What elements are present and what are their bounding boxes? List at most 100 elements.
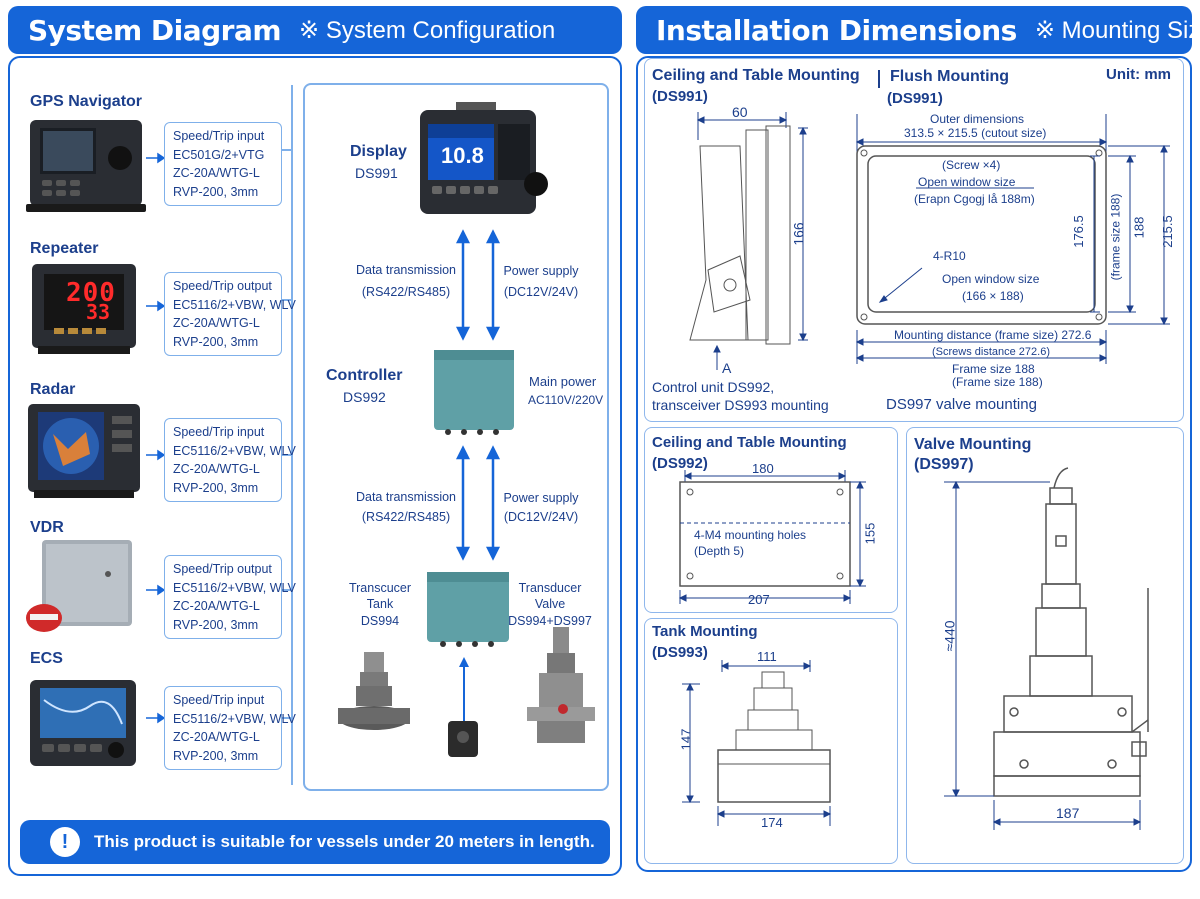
dim-207: 207: [748, 592, 770, 607]
display-title: Display: [350, 143, 407, 160]
tank-label-2: Tank: [366, 597, 394, 611]
dim-174: 174: [761, 815, 783, 830]
installation-dimensions-title: Installation Dimensions: [656, 13, 1017, 47]
valve-mounting-note: DS997 valve mounting: [886, 396, 1037, 413]
system-diagram-title: System Diagram: [28, 13, 282, 47]
data-tx-sub-1: (RS422/RS485): [361, 285, 451, 299]
controller-title: Controller: [326, 367, 403, 384]
system-diagram-subtitle: ※ System Configuration: [299, 16, 556, 44]
system-diagram-header: System Diagram ※ System Configuration: [8, 6, 622, 54]
tank-label-3: DS994: [360, 614, 400, 628]
device-name-repeater: Repeater: [30, 240, 99, 257]
screw-count-label: (Screw ×4): [942, 158, 1001, 172]
spec-box-repeater: Speed/Trip output EC5116/2+VBW, WLV ZC-2…: [164, 272, 296, 356]
tank-mounting-model: (DS993): [652, 644, 708, 661]
ds997-valve-mounting-box: [906, 427, 1184, 864]
repeater-bottom-readout: 33: [86, 300, 111, 324]
data-tx-label-1: Data transmission: [355, 263, 457, 277]
display-readout: 10.8: [441, 143, 484, 168]
controller-unit-image: [434, 350, 514, 435]
open-window-label: Open window size: [918, 175, 1016, 189]
frame-size-label: Frame size 188: [952, 362, 1035, 376]
flush-mounting-model: (DS991): [887, 90, 943, 107]
system-configuration-box: [303, 83, 609, 791]
valve-label-1: Transducer: [518, 581, 582, 595]
device-name-vdr: VDR: [30, 519, 64, 536]
tank-mounting-title: Tank Mounting: [652, 623, 758, 640]
device-name-radar: Radar: [30, 381, 76, 398]
ceiling-mounting-ds992-title: Ceiling and Table Mounting: [652, 434, 847, 451]
open-window-value-b: (166 × 188): [962, 289, 1024, 303]
valve-transducer-image: [527, 627, 595, 743]
title-divider: [878, 70, 880, 88]
main-power-label: Main power: [529, 374, 597, 389]
dim-187: 187: [1056, 805, 1080, 821]
transceiver-unit-image: [427, 572, 509, 647]
controller-model: DS992: [343, 389, 386, 405]
installation-dimensions-panel: [636, 56, 1192, 872]
mounting-holes-label: 4-M4 mounting holes: [694, 528, 807, 542]
dim-440: ≈440: [941, 620, 958, 652]
valve-label-2: Valve: [534, 597, 566, 611]
radius-label: 4-R10: [933, 249, 966, 263]
ecs-image: [30, 680, 136, 766]
valve-label-3: DS994+DS997: [508, 614, 592, 628]
repeater-image: [32, 264, 136, 354]
spec-box-ecs: Speed/Trip input EC5116/2+VBW, WLV ZC-20…: [164, 686, 296, 770]
open-window-value: (Erapn Cgogj lå 188m): [914, 192, 1035, 206]
display-model: DS991: [355, 165, 398, 181]
valve-mounting-model: (DS997): [914, 456, 974, 473]
unit-label: Unit: mm: [1106, 66, 1171, 83]
tank-label-1: Transcucer: [348, 581, 412, 595]
mounting-distance-label: Mounting distance (frame size) 272.6: [894, 328, 1092, 342]
spec-box-gps: Speed/Trip input EC501G/2+VTG ZC-20A/WTG…: [164, 122, 282, 206]
open-window-label-b: Open window size: [942, 272, 1040, 286]
arrow-a-label: A: [722, 360, 732, 376]
dim-60: 60: [732, 104, 748, 120]
ceiling-mounting-ds991-model: (DS991): [652, 88, 708, 105]
small-sensor-image: [448, 657, 478, 757]
power-label-2: Power supply: [503, 491, 579, 505]
dim-111: 111: [757, 649, 777, 664]
valve-mounting-title: Valve Mounting: [914, 436, 1032, 453]
warning-icon: !: [50, 827, 80, 857]
flush-mounting-title: Flush Mounting: [890, 68, 1010, 85]
screw-distance-label: (Screws distance 272.6): [932, 346, 1050, 358]
repeater-top-readout: 200: [66, 278, 116, 308]
installation-dimensions-header: Installation Dimensions ※ Mounting Size: [636, 6, 1200, 54]
control-note-1: Control unit DS992,: [652, 379, 775, 395]
vessel-size-notice-text: This product is suitable for vessels und…: [94, 832, 595, 851]
spec-box-vdr: Speed/Trip output EC5116/2+VBW, WLV ZC-2…: [164, 555, 296, 639]
vdr-image: [26, 540, 132, 632]
ds992-mounting-box: [644, 427, 898, 613]
system-diagram-panel: [8, 56, 622, 876]
power-sub-1: (DC12V/24V): [503, 285, 579, 299]
spec-box-radar: Speed/Trip input EC5116/2+VBW, WLV ZC-20…: [164, 418, 296, 502]
ds993-tank-mounting-box: [644, 618, 898, 864]
data-tx-sub-2: (RS422/RS485): [361, 510, 451, 524]
frame-size-label-2: (Frame size 188): [952, 375, 1043, 389]
main-power-sub: AC110V/220V: [528, 393, 604, 407]
display-unit-image: [420, 102, 548, 214]
control-note-2: transceiver DS993 mounting: [652, 397, 829, 413]
installation-dimensions-subtitle: ※ Mounting Size: [1034, 16, 1200, 44]
outer-dim-label: Outer dimensions: [930, 112, 1025, 126]
ceiling-mounting-ds991-title: Ceiling and Table Mounting: [652, 67, 860, 84]
data-tx-label-2: Data transmission: [355, 490, 457, 504]
vessel-size-notice: ! This product is suitable for vessels u…: [20, 820, 610, 864]
device-name-ecs: ECS: [30, 650, 63, 667]
mounting-holes-depth: (Depth 5): [694, 544, 745, 558]
gps-navigator-image: [26, 120, 146, 212]
device-name-gps: GPS Navigator: [30, 93, 143, 110]
ceiling-mounting-ds992-model: (DS992): [652, 455, 708, 472]
outer-dim-value: 313.5 × 215.5 (cutout size): [904, 126, 1047, 140]
radar-image: [28, 404, 140, 498]
dim-180: 180: [752, 461, 774, 476]
